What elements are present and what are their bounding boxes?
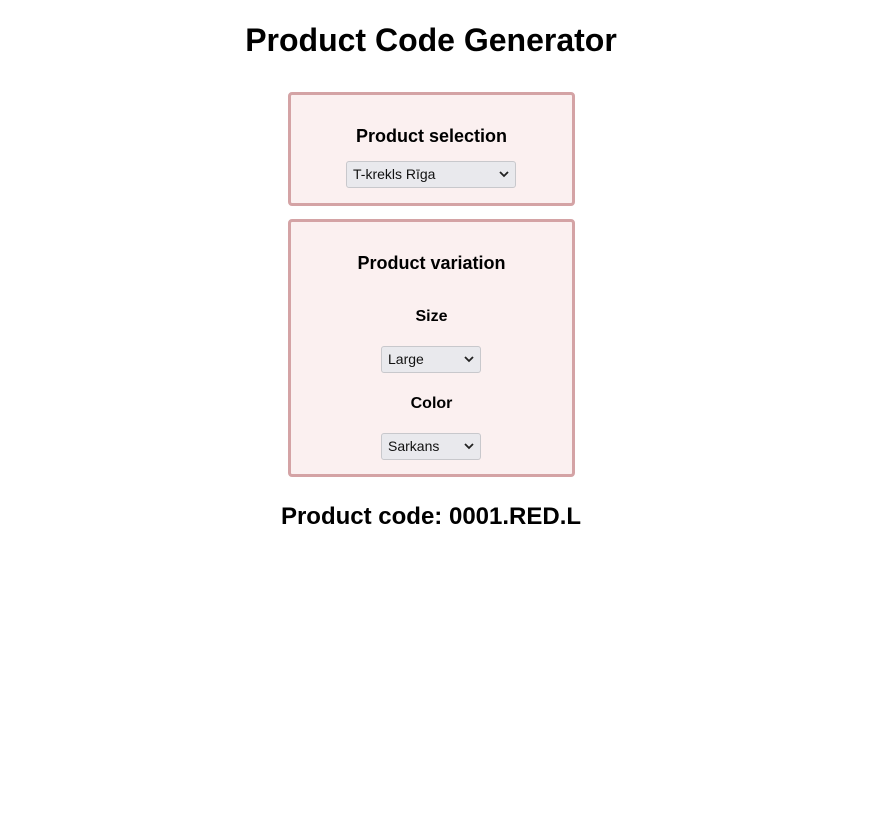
product-variation-panel: Product variation Size Large Color Sarka…: [288, 219, 575, 477]
product-selection-panel: Product selection T-krekls Rīga: [288, 92, 575, 206]
size-select[interactable]: Large: [381, 346, 481, 373]
chevron-down-icon: [499, 162, 509, 187]
chevron-down-icon: [464, 434, 474, 459]
chevron-down-icon: [464, 347, 474, 372]
color-label: Color: [410, 395, 453, 412]
product-select-value: T-krekls Rīga: [353, 166, 436, 182]
product-select[interactable]: T-krekls Rīga: [346, 161, 516, 188]
product-variation-heading: Product variation: [357, 253, 506, 273]
size-label: Size: [415, 308, 448, 325]
size-select-value: Large: [388, 351, 424, 367]
page-title: Product Code Generator: [245, 22, 617, 58]
color-select-value: Sarkans: [388, 438, 440, 454]
product-selection-heading: Product selection: [355, 126, 508, 146]
product-code-result: Product code: 0001.RED.L: [280, 503, 582, 530]
color-select[interactable]: Sarkans: [381, 433, 481, 460]
